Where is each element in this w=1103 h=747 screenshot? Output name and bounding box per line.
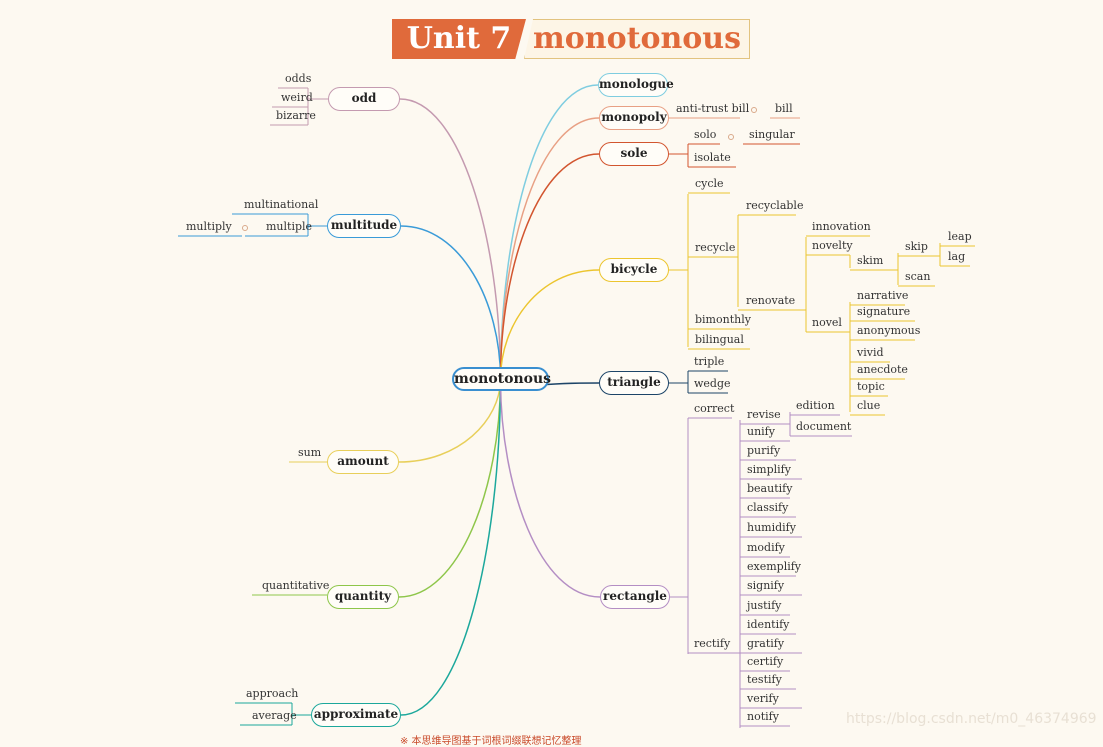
leaf-bizarre[interactable]: bizarre xyxy=(276,109,316,122)
leaf-isolate[interactable]: isolate xyxy=(694,151,731,164)
node-monologue[interactable]: monologue xyxy=(598,73,674,97)
branch-curve-approximate xyxy=(400,378,502,716)
node-amount[interactable]: amount xyxy=(327,450,399,474)
leaf-rectify[interactable]: rectify xyxy=(694,637,731,650)
leaf-skim[interactable]: skim xyxy=(857,254,884,267)
leaf-bilingual[interactable]: bilingual xyxy=(695,333,744,346)
leaf-sum[interactable]: sum xyxy=(298,446,322,459)
leaf-gratify[interactable]: gratify xyxy=(747,637,785,650)
leaf-leap[interactable]: leap xyxy=(948,230,972,243)
leaf-anti-trust-bill[interactable]: anti-trust bill xyxy=(676,102,750,115)
branch-curve-rectangle xyxy=(499,378,601,598)
leaf-testify[interactable]: testify xyxy=(747,673,782,686)
leaf-triple[interactable]: triple xyxy=(694,355,725,368)
leaf-renovate[interactable]: renovate xyxy=(746,294,796,307)
leaf-odds[interactable]: odds xyxy=(285,72,312,85)
root-node[interactable]: monotonous xyxy=(452,367,551,391)
leaf-novel[interactable]: novel xyxy=(812,316,842,329)
leaf-approach[interactable]: approach xyxy=(246,687,299,700)
leaf-narrative[interactable]: narrative xyxy=(857,289,909,302)
branch-curve-bicycle xyxy=(499,269,600,380)
leaf-signature[interactable]: signature xyxy=(857,305,911,318)
leaf-innovation[interactable]: innovation xyxy=(812,220,871,233)
watermark: https://blog.csdn.net/m0_46374969 xyxy=(846,711,1097,727)
node-monopoly[interactable]: monopoly xyxy=(599,106,669,130)
branch-curve-sole xyxy=(499,153,600,380)
leaf-revise[interactable]: revise xyxy=(747,408,781,421)
node-sole[interactable]: sole xyxy=(599,142,669,166)
leaf-multiple[interactable]: multiple xyxy=(266,220,313,233)
link-dot xyxy=(242,225,248,231)
link-dot xyxy=(728,134,734,140)
footer-note: ※ 本思维导图基于词根词缀联想记忆整理 xyxy=(400,736,582,747)
node-rectangle[interactable]: rectangle xyxy=(600,585,670,609)
leaf-edition[interactable]: edition xyxy=(796,399,835,412)
leaf-wedge[interactable]: wedge xyxy=(694,377,731,390)
node-approximate[interactable]: approximate xyxy=(311,703,401,727)
leaf-recyclable[interactable]: recyclable xyxy=(746,199,804,212)
leaf-weird[interactable]: weird xyxy=(281,91,313,104)
leaf-skip[interactable]: skip xyxy=(905,240,928,253)
branch-curve-monologue xyxy=(499,84,599,380)
leaf-anonymous[interactable]: anonymous xyxy=(857,324,921,337)
leaf-beautify[interactable]: beautify xyxy=(747,482,793,495)
branch-curve-monopoly xyxy=(499,117,600,380)
leaf-purify[interactable]: purify xyxy=(747,444,781,457)
link-dot xyxy=(751,107,757,113)
leaf-unify[interactable]: unify xyxy=(747,425,775,438)
unit-banner: Unit 7 xyxy=(392,19,526,59)
leaf-exemplify[interactable]: exemplify xyxy=(747,560,802,573)
node-quantity[interactable]: quantity xyxy=(327,585,399,609)
leaf-classify[interactable]: classify xyxy=(747,501,789,514)
leaf-signify[interactable]: signify xyxy=(747,579,785,592)
leaf-vivid[interactable]: vivid xyxy=(857,346,884,359)
leaf-recycle[interactable]: recycle xyxy=(695,241,736,254)
leaf-modify[interactable]: modify xyxy=(747,541,785,554)
leaf-average[interactable]: average xyxy=(252,709,297,722)
node-bicycle[interactable]: bicycle xyxy=(599,258,669,282)
branch-curve-odd xyxy=(399,98,502,380)
leaf-topic[interactable]: topic xyxy=(857,380,885,393)
branch-curve-quantity xyxy=(398,378,502,598)
leaf-document[interactable]: document xyxy=(796,420,852,433)
word-banner: monotonous xyxy=(524,19,750,59)
leaf-verify[interactable]: verify xyxy=(747,692,779,705)
leaf-solo[interactable]: solo xyxy=(694,128,717,141)
leaf-multiply[interactable]: multiply xyxy=(186,220,232,233)
leaf-quantitative[interactable]: quantitative xyxy=(262,579,330,592)
leaf-identify[interactable]: identify xyxy=(747,618,790,631)
leaf-clue[interactable]: clue xyxy=(857,399,881,412)
leaf-novelty[interactable]: novelty xyxy=(812,239,853,252)
leaf-lag[interactable]: lag xyxy=(948,250,966,263)
leaf-bill[interactable]: bill xyxy=(775,102,793,115)
leaf-certify[interactable]: certify xyxy=(747,655,784,668)
leaf-scan[interactable]: scan xyxy=(905,270,931,283)
leaf-justify[interactable]: justify xyxy=(747,599,782,612)
branch-curve-amount xyxy=(398,378,502,463)
leaf-correct[interactable]: correct xyxy=(694,402,735,415)
leaf-cycle[interactable]: cycle xyxy=(695,177,724,190)
leaf-singular[interactable]: singular xyxy=(749,128,795,141)
node-multitude[interactable]: multitude xyxy=(327,214,401,238)
leaf-humidify[interactable]: humidify xyxy=(747,521,796,534)
node-triangle[interactable]: triangle xyxy=(599,371,669,395)
leaf-bimonthly[interactable]: bimonthly xyxy=(695,313,751,326)
branch-curve-multitude xyxy=(400,225,502,380)
leaf-simplify[interactable]: simplify xyxy=(747,463,791,476)
leaf-notify[interactable]: notify xyxy=(747,710,779,723)
leaf-anecdote[interactable]: anecdote xyxy=(857,363,908,376)
node-odd[interactable]: odd xyxy=(328,87,400,111)
leaf-multinational[interactable]: multinational xyxy=(244,198,319,211)
